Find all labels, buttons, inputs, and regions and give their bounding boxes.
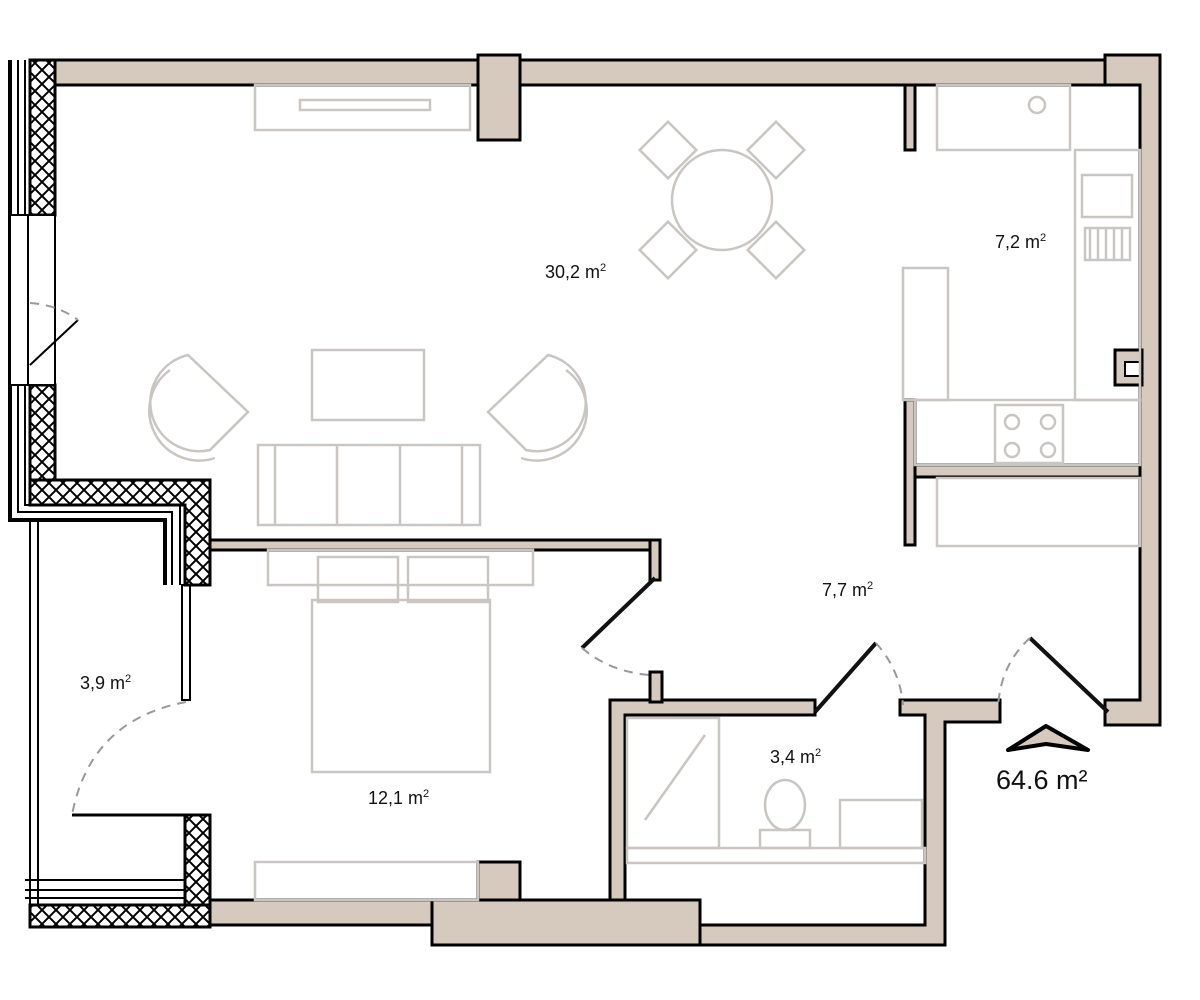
room-area-balcony: 3,9 m2	[80, 673, 132, 693]
room-area-living: 30,2 m2	[545, 262, 607, 282]
room-area-bedroom: 12,1 m2	[368, 788, 430, 808]
total-area: 64.6 m²	[996, 765, 1088, 795]
structural-walls	[53, 53, 1162, 947]
entrance-arrow-icon	[1006, 724, 1090, 752]
room-area-bathroom: 3,4 m2	[770, 747, 822, 767]
external-walls	[9, 58, 212, 929]
furniture	[148, 83, 1142, 902]
room-area-hallway: 7,7 m2	[822, 580, 874, 600]
room-area-kitchen: 7,2 m2	[995, 232, 1047, 252]
doors	[29, 302, 1110, 816]
